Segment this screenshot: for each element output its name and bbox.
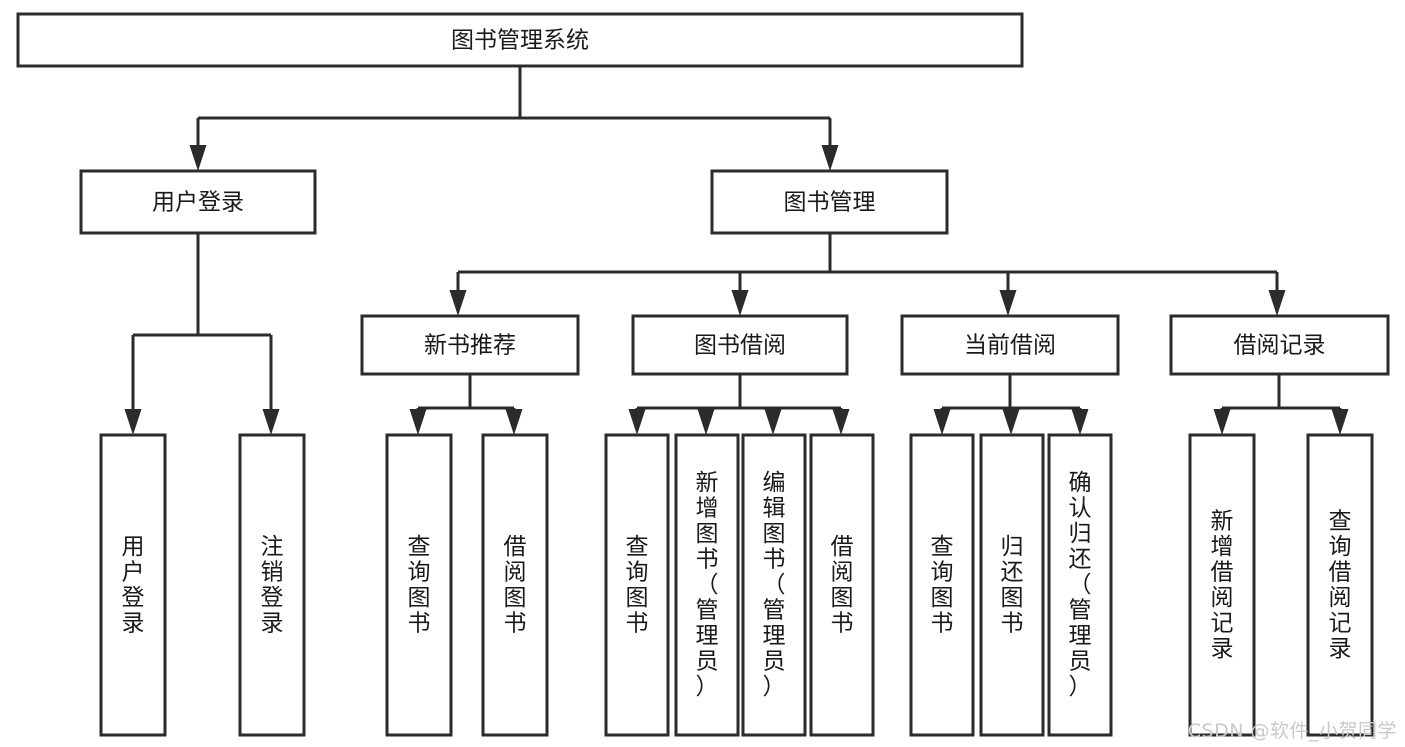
node-box-leaf-query-record[interactable] [1306, 433, 1374, 737]
node-label-leaf-add-book: 新增图书（管理员） [696, 470, 719, 700]
node-box-leaf-user-login[interactable] [99, 433, 167, 737]
node-leaf-query-book-2[interactable]: 查询图书 [604, 433, 670, 737]
node-leaf-add-record[interactable]: 新增借阅记录 [1188, 433, 1256, 737]
node-label-leaf-borrow-book-2: 借阅图书 [831, 534, 854, 637]
edge-currentborrow-drop-2-head [1071, 409, 1089, 435]
node-new-book-rec[interactable]: 新书推荐 [360, 314, 580, 376]
node-label-leaf-confirm-return: 确认归还（管理员） [1069, 470, 1092, 700]
node-book-manage[interactable]: 图书管理 [710, 169, 949, 235]
node-label-leaf-borrow-book-1: 借阅图书 [504, 534, 527, 637]
node-label-borrow-record: 借阅记录 [1234, 333, 1326, 359]
node-label-leaf-query-book-3: 查询图书 [931, 534, 954, 637]
edge-currentborrow-drop-0-head [933, 409, 951, 435]
node-leaf-return-book[interactable]: 归还图书 [979, 433, 1045, 737]
node-leaf-add-book[interactable]: 新增图书（管理员） [674, 433, 740, 737]
edges-layer [124, 66, 1349, 435]
node-leaf-user-login[interactable]: 用户登录 [99, 433, 167, 737]
node-box-leaf-query-book-2[interactable] [604, 433, 670, 737]
node-box-leaf-add-record[interactable] [1188, 433, 1256, 737]
node-box-leaf-borrow-book-1[interactable] [481, 433, 549, 737]
edge-root-drop-1-head [821, 145, 839, 171]
edge-manage-drop-0-head [449, 290, 467, 316]
node-box-leaf-query-book-1[interactable] [385, 433, 453, 737]
node-box-book-manage[interactable] [710, 169, 949, 235]
node-box-leaf-confirm-return[interactable] [1047, 433, 1113, 737]
node-current-borrow[interactable]: 当前借阅 [900, 314, 1120, 376]
node-leaf-query-record[interactable]: 查询借阅记录 [1306, 433, 1374, 737]
edge-bookborrow-drop-1-head [697, 409, 715, 435]
node-borrow-record[interactable]: 借阅记录 [1169, 314, 1390, 376]
node-leaf-confirm-return[interactable]: 确认归还（管理员） [1047, 433, 1113, 737]
edge-manage-drop-1-head [731, 290, 749, 316]
node-leaf-borrow-book-2[interactable]: 借阅图书 [809, 433, 875, 737]
edge-borrowrecord-drop-1-head [1331, 409, 1349, 435]
edge-login-drop-0-head [124, 409, 142, 435]
node-label-leaf-logout: 注销登录 [261, 534, 284, 637]
edge-borrowrecord-drop-0-head [1213, 409, 1231, 435]
edge-manage-drop-2-head [999, 290, 1017, 316]
node-label-user-login: 用户登录 [152, 190, 244, 216]
node-box-leaf-return-book[interactable] [979, 433, 1045, 737]
node-book-borrow[interactable]: 图书借阅 [631, 314, 849, 376]
node-label-leaf-query-book-2: 查询图书 [626, 534, 649, 637]
node-label-leaf-edit-book: 编辑图书（管理员） [763, 470, 786, 700]
edge-bookborrow-drop-0-head [628, 409, 646, 435]
node-box-root[interactable] [16, 12, 1024, 68]
node-label-new-book-rec: 新书推荐 [424, 333, 516, 359]
node-box-book-borrow[interactable] [631, 314, 849, 376]
node-user-login[interactable]: 用户登录 [79, 169, 317, 235]
node-box-leaf-borrow-book-2[interactable] [809, 433, 875, 737]
edge-root-drop-0-head [189, 145, 207, 171]
edge-bookborrow-drop-3-head [832, 409, 850, 435]
node-label-book-borrow: 图书借阅 [694, 333, 786, 359]
node-leaf-query-book-1[interactable]: 查询图书 [385, 433, 453, 737]
node-label-leaf-user-login: 用户登录 [122, 534, 145, 637]
edge-manage-drop-3-head [1268, 290, 1286, 316]
node-box-leaf-query-book-3[interactable] [909, 433, 975, 737]
node-box-new-book-rec[interactable] [360, 314, 580, 376]
edge-currentborrow-drop-1-head [1002, 409, 1020, 435]
edge-login-drop-1-head [262, 409, 280, 435]
node-box-leaf-logout[interactable] [238, 433, 306, 737]
edge-bookborrow-drop-2-head [764, 409, 782, 435]
nodes-layer: 图书管理系统用户登录图书管理新书推荐图书借阅当前借阅借阅记录用户登录注销登录查询… [16, 12, 1390, 737]
node-box-leaf-edit-book[interactable] [741, 433, 807, 737]
node-label-leaf-add-record: 新增借阅记录 [1211, 508, 1234, 662]
edge-newbook-drop-1-head [505, 409, 523, 435]
node-root[interactable]: 图书管理系统 [16, 12, 1024, 68]
node-box-borrow-record[interactable] [1169, 314, 1390, 376]
node-box-leaf-add-book[interactable] [674, 433, 740, 737]
node-label-leaf-return-book: 归还图书 [1001, 534, 1024, 637]
node-leaf-query-book-3[interactable]: 查询图书 [909, 433, 975, 737]
edge-newbook-drop-0-head [409, 409, 427, 435]
node-box-user-login[interactable] [79, 169, 317, 235]
node-label-leaf-query-record: 查询借阅记录 [1329, 508, 1352, 662]
node-label-root: 图书管理系统 [451, 28, 589, 54]
node-leaf-borrow-book-1[interactable]: 借阅图书 [481, 433, 549, 737]
node-leaf-logout[interactable]: 注销登录 [238, 433, 306, 737]
node-label-leaf-query-book-1: 查询图书 [408, 534, 431, 637]
node-label-current-borrow: 当前借阅 [964, 333, 1056, 359]
node-label-book-manage: 图书管理 [784, 190, 876, 216]
node-leaf-edit-book[interactable]: 编辑图书（管理员） [741, 433, 807, 737]
node-box-current-borrow[interactable] [900, 314, 1120, 376]
